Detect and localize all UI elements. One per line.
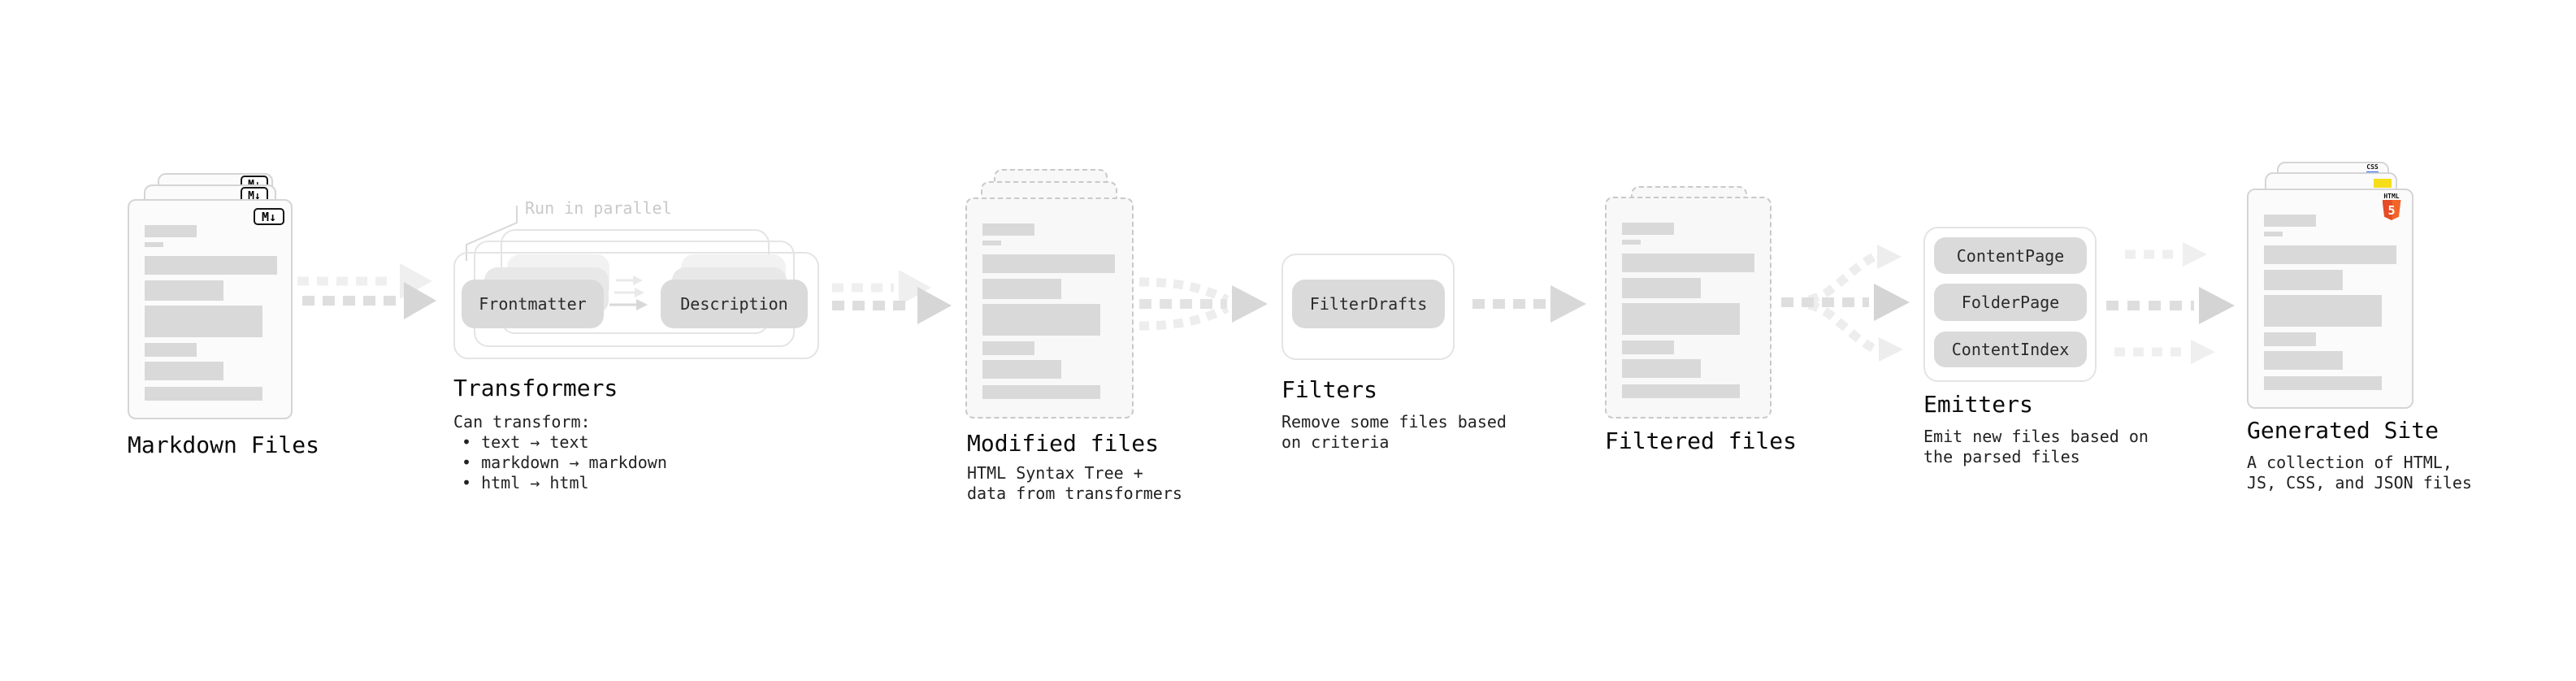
arrow-transformers-to-modified bbox=[832, 270, 952, 324]
emitter-box-contentindex: ContentIndex bbox=[1934, 332, 2087, 367]
html5-icon: HTML 5 bbox=[2380, 193, 2403, 220]
markdown-title: Markdown Files bbox=[128, 432, 320, 458]
transformers-description: Can transform: • text → text • markdown … bbox=[453, 412, 667, 492]
transformer-box-description: Description bbox=[661, 280, 808, 328]
emitter-box-contentpage: ContentPage bbox=[1934, 237, 2087, 274]
run-in-parallel-note: Run in parallel bbox=[525, 198, 672, 218]
generated-description: A collection of HTML, JS, CSS, and JSON … bbox=[2247, 453, 2472, 492]
modified-title: Modified files bbox=[967, 430, 1160, 457]
arrow-fanout-filtered-to-emitters bbox=[1781, 245, 1910, 362]
markdown-doc-front bbox=[128, 199, 293, 419]
emitter-box-folderpage: FolderPage bbox=[1934, 284, 2087, 321]
emitters-title: Emitters bbox=[1923, 391, 2033, 418]
filtered-title: Filtered files bbox=[1605, 427, 1798, 454]
filter-box-filterdrafts: FilterDrafts bbox=[1292, 280, 1445, 328]
transformer-container-front bbox=[453, 252, 819, 359]
transformers-title: Transformers bbox=[453, 375, 618, 401]
generated-doc-html bbox=[2247, 189, 2413, 409]
arrow-markdown-to-transformers bbox=[297, 263, 436, 319]
transformer-box-frontmatter: Frontmatter bbox=[462, 280, 604, 328]
filters-title: Filters bbox=[1281, 376, 1378, 403]
generated-title: Generated Site bbox=[2247, 417, 2439, 444]
arrow-frontmatter-to-description bbox=[609, 275, 648, 310]
filters-description: Remove some files based on criteria bbox=[1281, 412, 1507, 452]
emitters-description: Emit new files based on the parsed files bbox=[1923, 427, 2149, 466]
modified-description: HTML Syntax Tree + data from transformer… bbox=[967, 463, 1182, 503]
js-icon bbox=[2374, 179, 2392, 188]
markdown-icon: M↓ bbox=[254, 208, 284, 225]
arrow-merge-modified-to-filters bbox=[1138, 277, 1268, 331]
arrow-emitters-to-generated bbox=[2106, 242, 2235, 364]
modified-doc-front bbox=[965, 197, 1134, 419]
arrow-filters-to-filtered bbox=[1472, 285, 1586, 323]
filtered-doc-front bbox=[1605, 197, 1772, 419]
